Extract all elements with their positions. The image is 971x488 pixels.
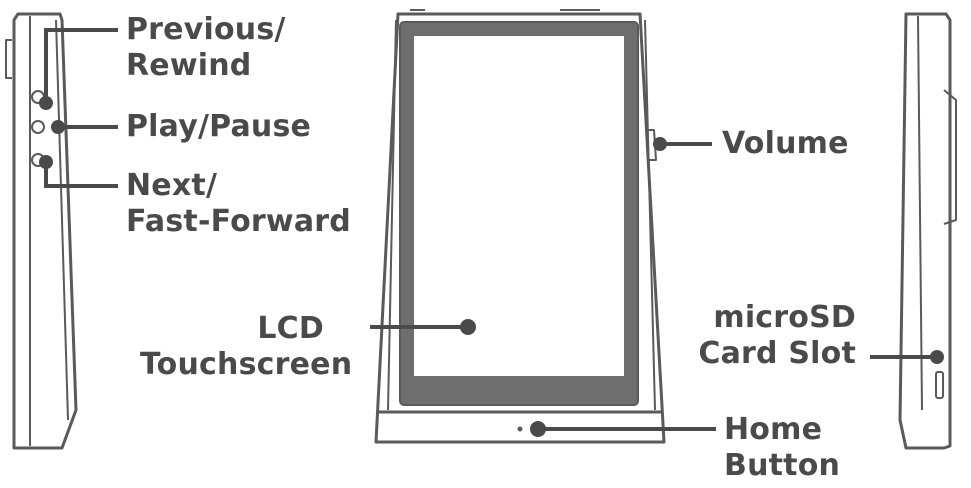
leader-volume bbox=[653, 137, 712, 151]
leader-next-fast-forward bbox=[39, 155, 118, 188]
label-next-fast-forward: Next/ Fast-Forward bbox=[126, 168, 351, 240]
label-microsd-line1: microSD bbox=[713, 300, 856, 335]
label-previous-rewind: Previous/ Rewind bbox=[126, 12, 286, 84]
label-next-fast-forward-line1: Next/ bbox=[126, 168, 218, 203]
label-previous-rewind-line1: Previous/ bbox=[126, 12, 286, 47]
label-next-fast-forward-line2: Fast-Forward bbox=[126, 204, 351, 239]
leader-play-pause bbox=[51, 120, 118, 134]
label-microsd-line2: Card Slot bbox=[698, 336, 856, 371]
label-lcd-line1: LCD bbox=[257, 311, 324, 346]
leader-home-button bbox=[530, 421, 716, 437]
leader-lines bbox=[39, 28, 944, 437]
label-home-line1: Home bbox=[724, 412, 823, 447]
label-volume: Volume bbox=[722, 126, 849, 162]
label-home-button: Home Button bbox=[724, 412, 840, 484]
label-previous-rewind-line2: Rewind bbox=[126, 48, 252, 83]
label-home-line2: Button bbox=[724, 448, 841, 483]
label-volume-line1: Volume bbox=[722, 126, 849, 161]
screen-area bbox=[414, 36, 624, 376]
leader-microsd-card-slot bbox=[870, 350, 944, 364]
left-side-view bbox=[5, 12, 78, 450]
label-play-pause-line1: Play/Pause bbox=[126, 109, 312, 144]
label-play-pause: Play/Pause bbox=[126, 109, 311, 145]
leader-previous-rewind bbox=[39, 28, 118, 110]
label-microsd-card-slot: microSD Card Slot bbox=[690, 300, 856, 372]
right-side-view bbox=[898, 12, 957, 450]
label-lcd-touchscreen: LCD Touchscreen bbox=[140, 311, 352, 383]
leader-lcd-touchscreen bbox=[370, 319, 476, 335]
label-lcd-line2: Touchscreen bbox=[140, 347, 353, 382]
front-view bbox=[374, 9, 666, 444]
